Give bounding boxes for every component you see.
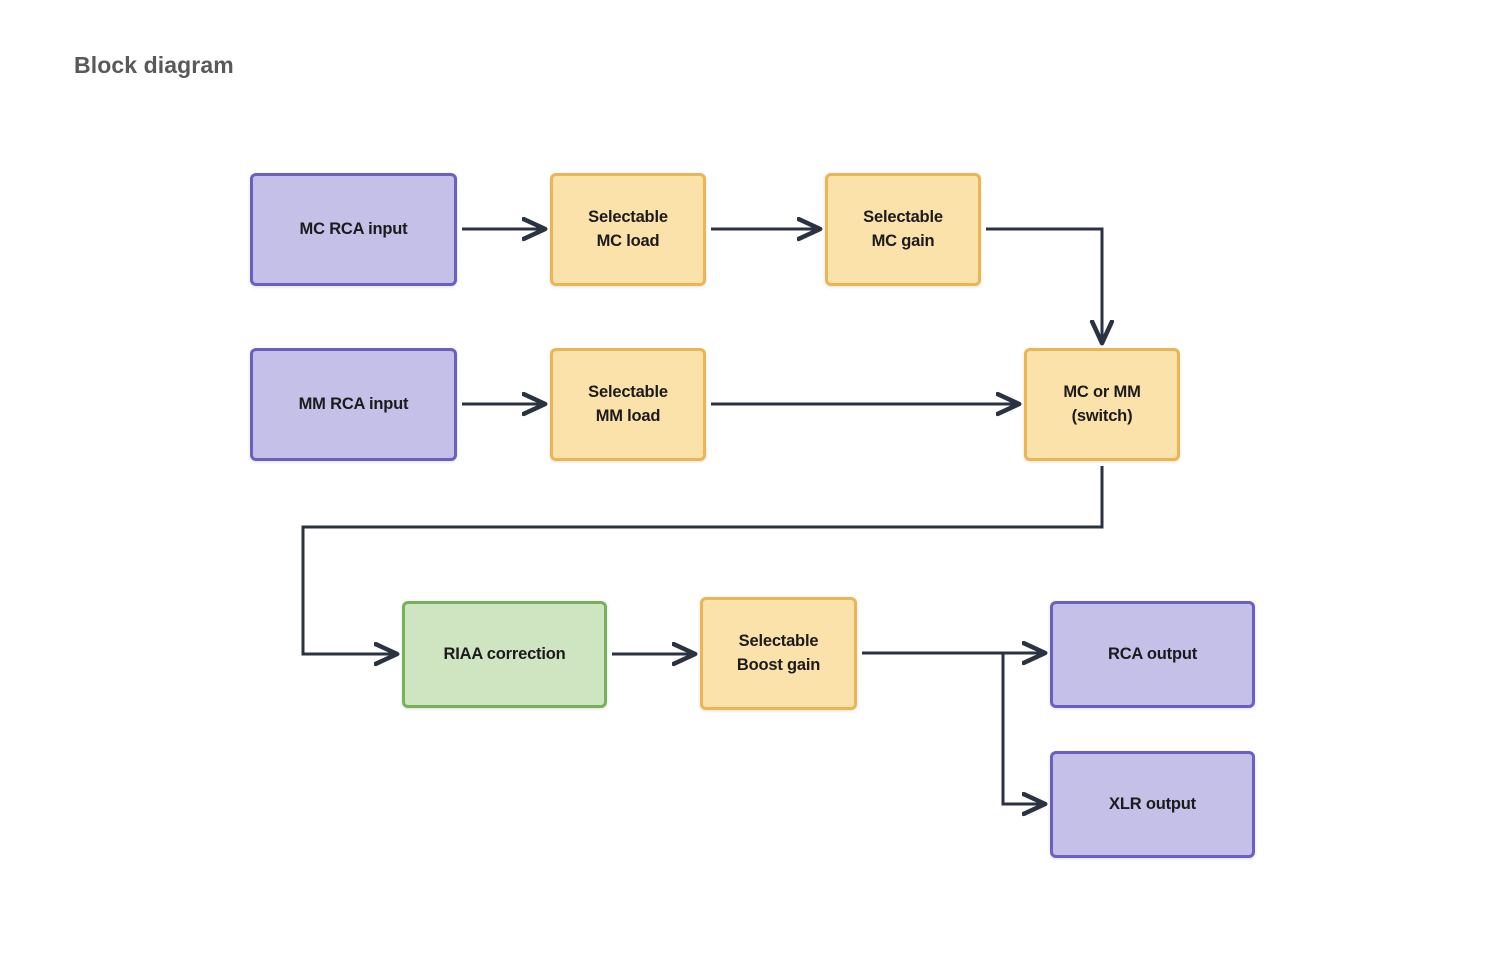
node-xlr-output[interactable]: XLR output <box>1050 751 1255 858</box>
node-label: Selectable MM load <box>588 383 668 425</box>
node-selectable-boost-gain[interactable]: Selectable Boost gain <box>700 597 857 710</box>
node-selectable-mc-load[interactable]: Selectable MC load <box>550 173 706 286</box>
node-label: Selectable Boost gain <box>736 632 821 674</box>
edge-boost-gain-to-xlr-out <box>1001 653 1044 804</box>
node-label: Selectable MC load <box>588 208 668 250</box>
node-riaa-correction[interactable]: RIAA correction <box>402 601 607 708</box>
page-title: Block diagram <box>74 52 234 78</box>
node-label: RCA output <box>1107 644 1198 663</box>
node-label: MC or MM (switch) <box>1063 383 1141 425</box>
node-label: RIAA correction <box>443 644 566 663</box>
node-mc-rca-input[interactable]: MC RCA input <box>250 173 457 286</box>
edge-mc-gain-to-switch <box>986 227 1102 342</box>
node-label: MM RCA input <box>298 394 409 413</box>
node-label: Selectable MC gain <box>863 208 943 250</box>
node-mm-rca-input[interactable]: MM RCA input <box>250 348 457 461</box>
node-label: MC RCA input <box>299 219 408 238</box>
node-label: XLR output <box>1109 794 1196 813</box>
node-selectable-mc-gain[interactable]: Selectable MC gain <box>825 173 981 286</box>
node-rca-output[interactable]: RCA output <box>1050 601 1255 708</box>
node-mc-or-mm-switch[interactable]: MC or MM (switch) <box>1024 348 1180 461</box>
node-selectable-mm-load[interactable]: Selectable MM load <box>550 348 706 461</box>
